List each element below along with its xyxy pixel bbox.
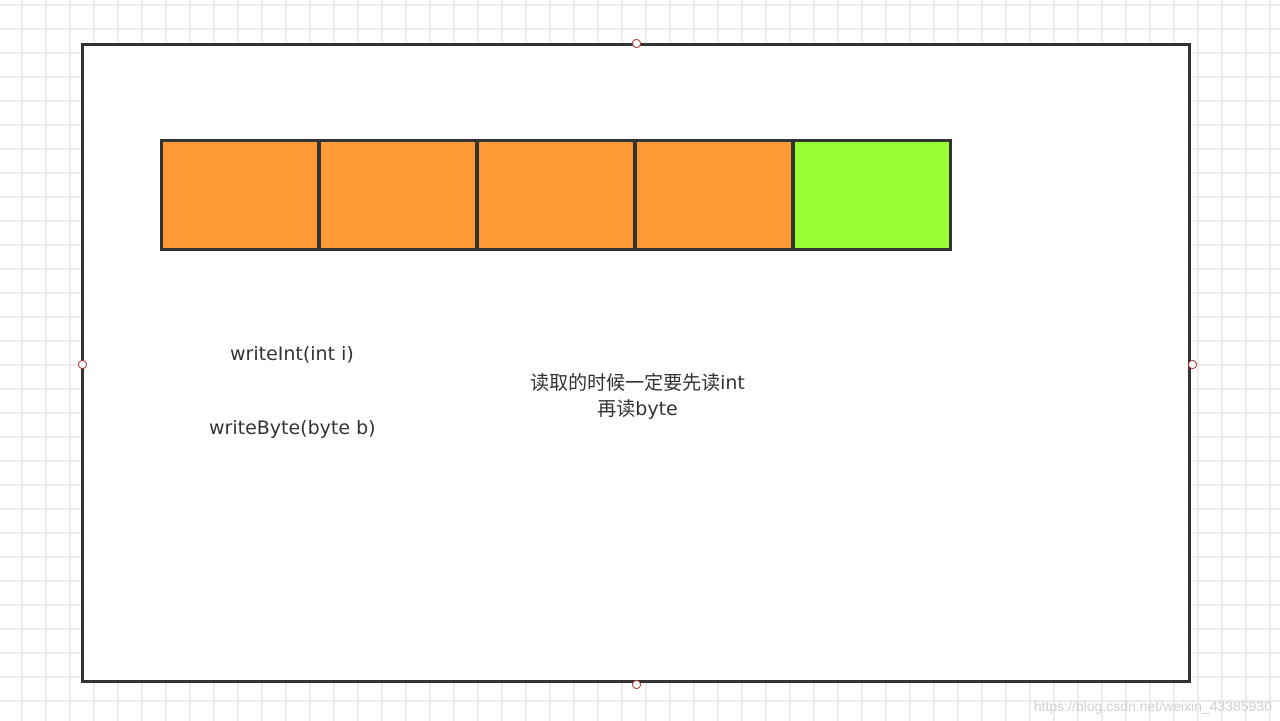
resize-handle-left[interactable] xyxy=(78,360,87,369)
write-int-label: writeInt(int i) xyxy=(230,343,354,365)
int-byte-cell-2[interactable] xyxy=(318,139,478,251)
read-order-note: 读取的时候一定要先读int 再读byte xyxy=(500,370,775,422)
int-byte-cell-4[interactable] xyxy=(634,139,794,251)
int-byte-cell-3[interactable] xyxy=(476,139,636,251)
note-line-1: 读取的时候一定要先读int xyxy=(530,372,745,394)
byte-cell[interactable] xyxy=(792,139,952,251)
resize-handle-top[interactable] xyxy=(632,39,641,48)
resize-handle-right[interactable] xyxy=(1188,360,1197,369)
write-byte-label: writeByte(byte b) xyxy=(209,417,376,439)
resize-handle-bottom[interactable] xyxy=(632,680,641,689)
int-byte-cell-1[interactable] xyxy=(160,139,320,251)
byte-buffer xyxy=(160,139,952,251)
note-line-2: 再读byte xyxy=(597,398,678,420)
watermark: https://blog.csdn.net/weixin_43385930 xyxy=(1033,698,1272,714)
